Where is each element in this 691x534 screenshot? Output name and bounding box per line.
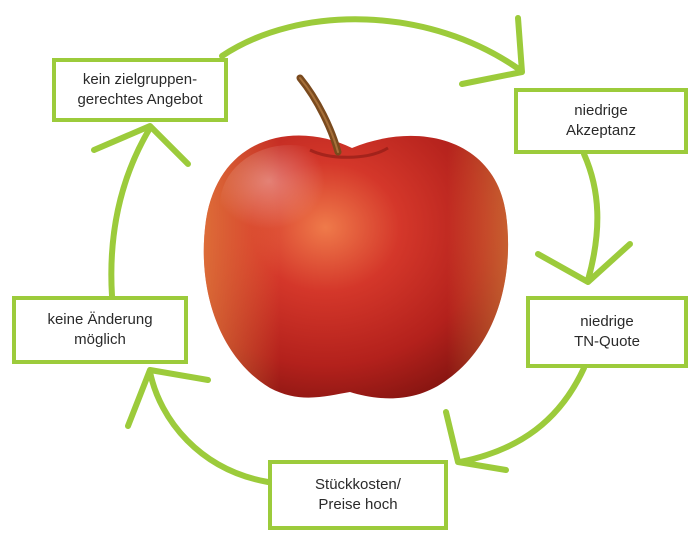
node-niedrige-tn-quote: niedrige TN-Quote bbox=[526, 296, 688, 368]
arrow-n3-n4 bbox=[460, 368, 584, 462]
arrowhead-n2-n3 bbox=[538, 244, 630, 282]
arrow-n1-n2 bbox=[222, 19, 520, 70]
node-keine-aenderung-moeglich: keine Änderung möglich bbox=[12, 296, 188, 364]
node-stueckkosten-preise-hoch: Stückkosten/ Preise hoch bbox=[268, 460, 448, 530]
arrow-n2-n3 bbox=[584, 154, 597, 280]
node-niedrige-akzeptanz: niedrige Akzeptanz bbox=[514, 88, 688, 154]
arrow-n4-n5 bbox=[150, 372, 268, 482]
apple-icon bbox=[204, 78, 508, 398]
arrow-n5-n1 bbox=[111, 128, 150, 296]
node-kein-zielgruppengerechtes-angebot: kein zielgruppen- gerechtes Angebot bbox=[52, 58, 228, 122]
